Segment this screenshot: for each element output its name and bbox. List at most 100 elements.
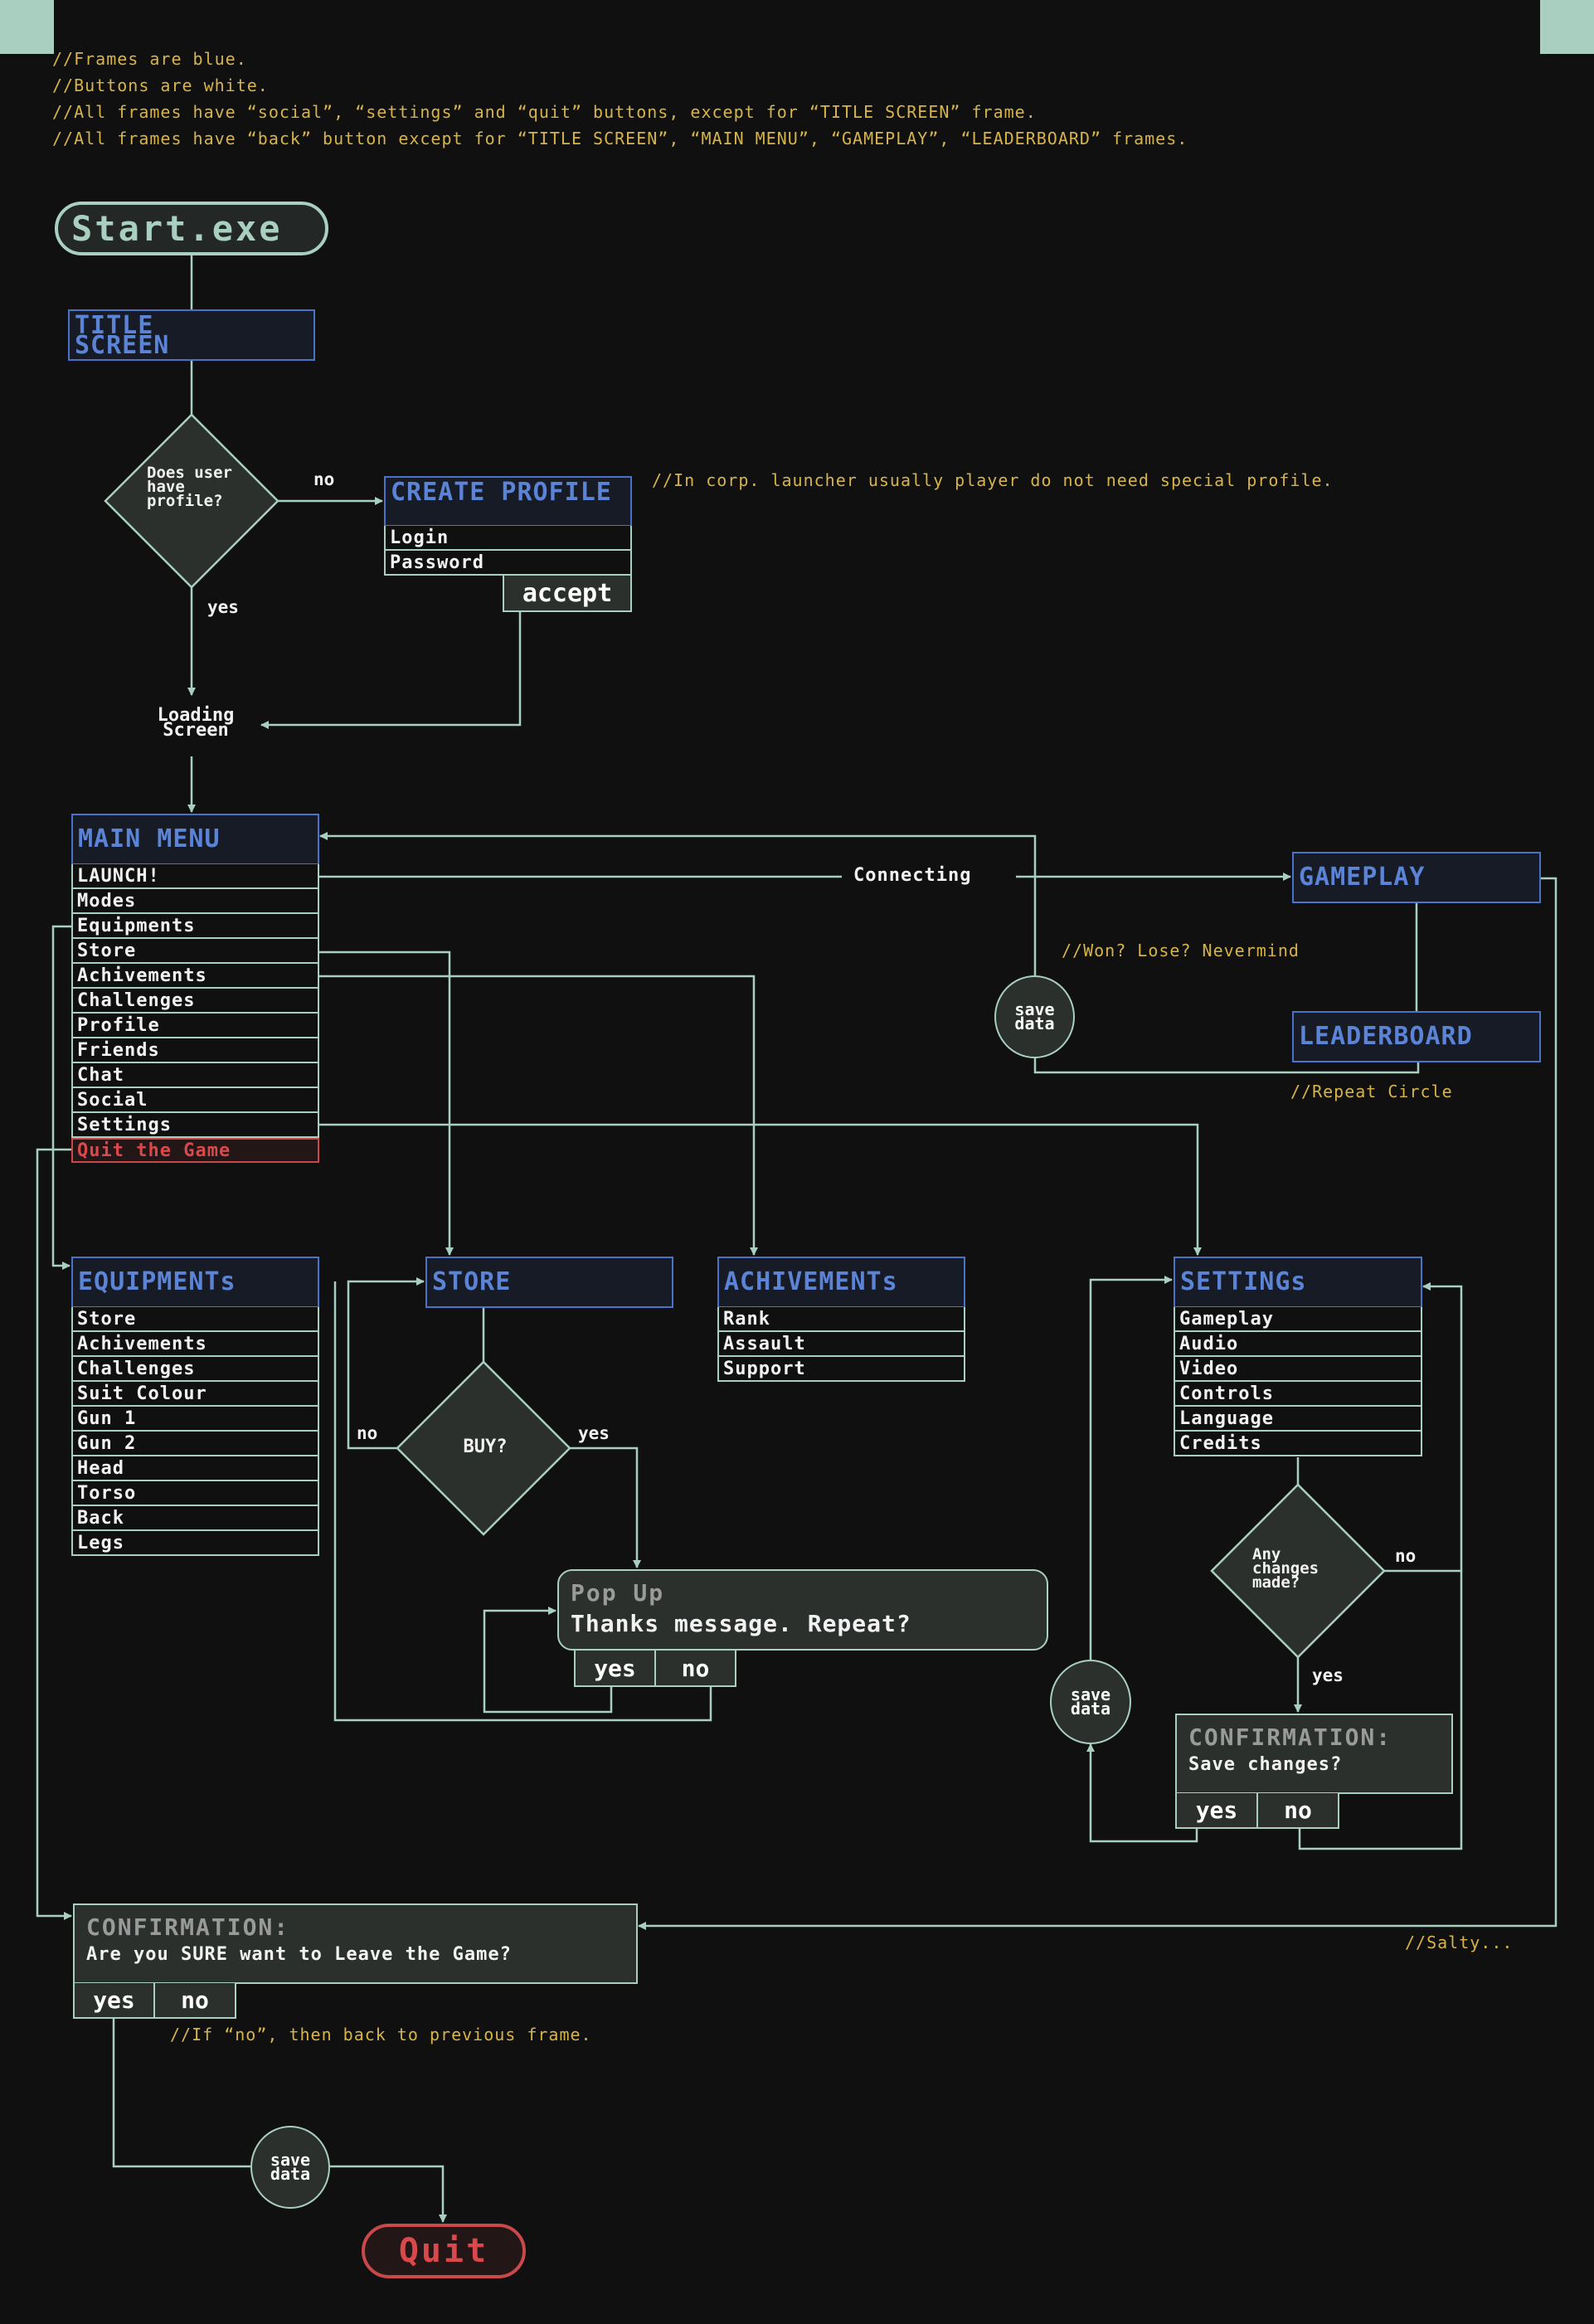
confirm-quit-title: CONFIRMATION: — [86, 1913, 290, 1941]
menu-item-equipments[interactable]: Equipments — [71, 914, 319, 939]
popup-message: Thanks message. Repeat? — [571, 1610, 911, 1637]
equipments-item-back[interactable]: Back — [71, 1506, 319, 1531]
line-confirm-yes-save — [1086, 1743, 1198, 1843]
note-won: //Won? Lose? Nevermind — [1062, 941, 1300, 960]
frame-settings[interactable]: SETTINGs — [1174, 1257, 1422, 1308]
frame-equipments[interactable]: EQUIPMENTs — [71, 1257, 319, 1308]
accept-button[interactable]: accept — [503, 576, 632, 612]
menu-item-social[interactable]: Social — [71, 1088, 319, 1113]
menu-item-achivements[interactable]: Achivements — [71, 964, 319, 989]
settings-item-language[interactable]: Language — [1174, 1407, 1422, 1432]
buy-yes-label: yes — [578, 1423, 610, 1443]
equipments-item-suit-colour[interactable]: Suit Colour — [71, 1382, 319, 1407]
line-main-equipments — [51, 925, 71, 1270]
achievements-item-rank[interactable]: Rank — [717, 1307, 965, 1332]
changes-yes-label: yes — [1312, 1665, 1344, 1685]
start-label: Start.exe — [71, 208, 283, 249]
popup-no-button[interactable]: no — [654, 1651, 736, 1687]
line-changes-no-settings — [1384, 1282, 1463, 1573]
settings-item-controls[interactable]: Controls — [1174, 1382, 1422, 1407]
confirm-settings-no-button[interactable]: no — [1256, 1793, 1339, 1829]
line-popup-no-store — [333, 1281, 712, 1722]
settings-item-credits[interactable]: Credits — [1174, 1432, 1422, 1456]
menu-item-profile[interactable]: Profile — [71, 1014, 319, 1038]
profile-yes-label: yes — [207, 597, 239, 617]
settings-item-video[interactable]: Video — [1174, 1357, 1422, 1382]
changes-decision-text: Any changes made? — [1252, 1545, 1319, 1592]
confirm-settings-message: Save changes? — [1188, 1754, 1343, 1775]
menu-item-friends[interactable]: Friends — [71, 1038, 319, 1063]
menu-item-store[interactable]: Store — [71, 939, 319, 964]
save-data-node-gameplay: save data — [994, 975, 1075, 1058]
achievements-item-assault[interactable]: Assault — [717, 1332, 965, 1357]
save-data-node-settings: save data — [1050, 1660, 1131, 1744]
changes-decision-diamond — [1210, 1483, 1386, 1659]
menu-item-launch[interactable]: LAUNCH! — [71, 864, 319, 889]
line-buy-yes-popup — [570, 1446, 641, 1568]
confirm-quit-yes-button[interactable]: yes — [73, 1983, 155, 2019]
frame-achievements[interactable]: ACHIVEMENTs — [717, 1257, 965, 1308]
buy-decision-diamond — [396, 1360, 571, 1536]
line-save-main — [319, 832, 1037, 975]
equipments-item-gun-1[interactable]: Gun 1 — [71, 1407, 319, 1432]
line-accept-loading — [260, 612, 522, 729]
equipments-item-legs[interactable]: Legs — [71, 1531, 319, 1556]
frame-gameplay[interactable]: GAMEPLAY — [1292, 852, 1541, 903]
quit-label: Quit — [398, 2232, 489, 2270]
equipments-item-head[interactable]: Head — [71, 1456, 319, 1481]
menu-item-chat[interactable]: Chat — [71, 1063, 319, 1088]
frame-leaderboard[interactable]: LEADERBOARD — [1292, 1011, 1541, 1062]
note-if-no: //If “no”, then back to previous frame. — [170, 2025, 592, 2044]
menu-item-modes[interactable]: Modes — [71, 889, 319, 914]
line-confirm-no-settings — [1298, 1571, 1463, 1850]
popup-title: Pop Up — [571, 1579, 665, 1607]
changes-no-label: no — [1395, 1546, 1417, 1566]
frame-store[interactable]: STORE — [425, 1257, 673, 1308]
note-back: //All frames have “back” button except f… — [52, 129, 1188, 148]
line-main-achievements — [318, 975, 758, 1256]
frame-main-menu[interactable]: MAIN MENU — [71, 814, 319, 865]
popup-yes-button[interactable]: yes — [574, 1651, 656, 1687]
confirm-settings-yes-button[interactable]: yes — [1175, 1793, 1258, 1829]
equipments-item-gun-2[interactable]: Gun 2 — [71, 1432, 319, 1456]
profile-decision-diamond — [104, 413, 279, 589]
line-popup-yes-loop — [483, 1607, 613, 1714]
line-main-quit-confirm — [36, 1148, 72, 1920]
confirm-quit-dialog: CONFIRMATION: Are you SURE want to Leave… — [73, 1903, 638, 1984]
confirm-settings-title: CONFIRMATION: — [1188, 1724, 1392, 1751]
confirm-quit-message: Are you SURE want to Leave the Game? — [86, 1944, 512, 1965]
menu-item-settings[interactable]: Settings — [71, 1113, 319, 1138]
settings-item-audio[interactable]: Audio — [1174, 1332, 1422, 1357]
confirm-quit-no-button[interactable]: no — [153, 1983, 236, 2019]
note-salty: //Salty... — [1405, 1933, 1514, 1952]
confirm-settings-dialog: CONFIRMATION: Save changes? — [1175, 1714, 1453, 1794]
achievements-item-support[interactable]: Support — [717, 1357, 965, 1382]
save-data-label: save data — [1070, 1685, 1111, 1719]
menu-item-quit-the-game[interactable]: Quit the Game — [71, 1138, 319, 1163]
line-main-settings — [318, 1123, 1202, 1256]
line-buy-no-store — [347, 1277, 425, 1450]
line-save-quit — [330, 2165, 447, 2223]
note-buttons: //Buttons are white. — [52, 75, 269, 95]
frame-create-profile[interactable]: CREATE PROFILE — [384, 476, 632, 527]
equipments-item-store[interactable]: Store — [71, 1307, 319, 1332]
note-frames: //Frames are blue. — [52, 49, 247, 69]
line-main-store — [318, 951, 454, 1256]
field-login[interactable]: Login — [384, 526, 632, 551]
field-password[interactable]: Password — [384, 551, 632, 576]
quit-terminal[interactable]: Quit — [362, 2224, 526, 2278]
line-quit-yes-save — [112, 2019, 250, 2168]
equipments-item-challenges[interactable]: Challenges — [71, 1357, 319, 1382]
menu-item-challenges[interactable]: Challenges — [71, 989, 319, 1014]
profile-decision-text: Does user have profile? — [147, 464, 232, 510]
line-gameplay-confirm — [638, 877, 1558, 1930]
start-terminal[interactable]: Start.exe — [55, 202, 328, 255]
frame-title-screen[interactable]: TITLE SCREEN — [68, 309, 315, 361]
equipments-item-torso[interactable]: Torso — [71, 1481, 319, 1506]
save-data-node-quit: save data — [250, 2126, 330, 2209]
connecting-label: Connecting — [853, 865, 972, 886]
settings-item-gameplay[interactable]: Gameplay — [1174, 1307, 1422, 1332]
note-repeat: //Repeat Circle — [1290, 1082, 1453, 1101]
equipments-item-achivements[interactable]: Achivements — [71, 1332, 319, 1357]
